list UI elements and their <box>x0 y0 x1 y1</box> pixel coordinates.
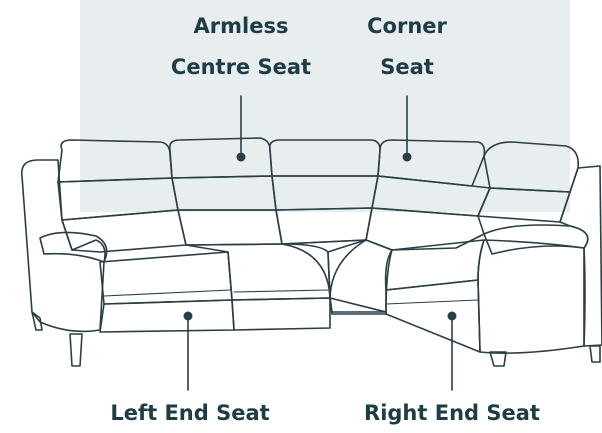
armless-label-line1: Armless <box>194 14 289 38</box>
corner-label-line1: Corner <box>367 14 447 38</box>
armless-marker-dot <box>236 152 246 162</box>
right-end-marker-dot <box>447 311 457 321</box>
armless-label-line2: Centre Seat <box>171 55 311 79</box>
left-end-marker-dot <box>183 311 193 321</box>
corner-marker-dot <box>402 152 412 162</box>
right-end-label: Right End Seat <box>364 401 540 425</box>
corner-label-line2: Seat <box>380 55 434 79</box>
right-end-seat <box>365 139 602 367</box>
callouts <box>183 95 457 391</box>
backdrop-panel <box>80 0 570 212</box>
left-end-label: Left End Seat <box>110 401 269 425</box>
stitch-lines <box>103 289 479 305</box>
